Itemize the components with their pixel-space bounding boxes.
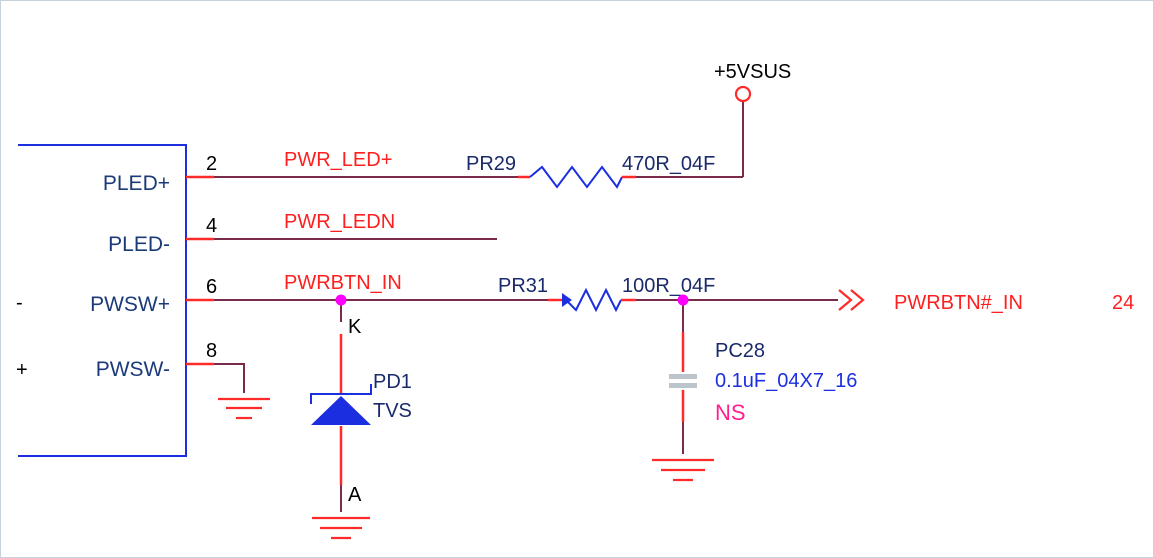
capacitor-pc28-value: 0.1uF_04X7_16	[715, 370, 857, 392]
tvs-diode-bar-icon	[310, 384, 372, 404]
net-label-pwr-ledn: PWR_LEDN	[284, 211, 395, 233]
resistor-pr29-symbol	[529, 165, 623, 189]
ground-symbol-pd1	[312, 516, 370, 540]
connector-left-mark-minus: -	[16, 292, 23, 314]
pin-name-pled-plus: PLED+	[103, 172, 170, 195]
resistor-pr29-value: 470R_04F	[622, 153, 715, 175]
diode-pd1-value: TVS	[373, 400, 412, 422]
resistor-pr31-symbol	[565, 287, 622, 313]
net-label-pwr-led-plus: PWR_LED+	[284, 149, 392, 171]
pin-name-pwsw-minus: PWSW-	[96, 358, 170, 381]
ground-symbol-pc28	[652, 458, 714, 482]
ground-symbol-pin8	[218, 397, 270, 420]
capacitor-pc28-plate-top	[669, 374, 697, 379]
capacitor-pc28-ns-note: NS	[715, 400, 746, 425]
net-label-pwrbtn-in: PWRBTN_IN	[284, 272, 402, 294]
pin-number-6: 6	[206, 276, 217, 298]
diode-pd1-ref: PD1	[373, 371, 412, 393]
connector-left-mark-plus: +	[16, 359, 28, 381]
pin-number-4: 4	[206, 215, 217, 237]
pin-name-pled-minus: PLED-	[108, 233, 170, 256]
diode-anode-label: A	[348, 484, 362, 506]
capacitor-pc28-ref: PC28	[715, 340, 765, 362]
pin-number-8: 8	[206, 340, 217, 362]
power-rail-5vsus-symbol	[734, 85, 752, 103]
diode-cathode-label: K	[348, 316, 362, 338]
offpage-connector-arrow-icon	[838, 289, 865, 311]
junction-dot-capacitor	[677, 294, 689, 306]
resistor-pr31-ref: PR31	[498, 275, 548, 297]
offpage-page-ref: 24	[1112, 292, 1134, 314]
resistor-pr29-ref: PR29	[466, 153, 516, 175]
tvs-diode-pd1-symbol	[311, 396, 371, 425]
junction-dot-diode	[335, 294, 347, 306]
wire-pwsw-minus-gnd	[214, 363, 245, 393]
resistor-pr31-value: 100R_04F	[622, 275, 715, 297]
offpage-net-label: PWRBTN#_IN	[894, 292, 1023, 314]
pin-name-pwsw-plus: PWSW+	[90, 293, 170, 316]
capacitor-pc28-plate-bottom	[669, 383, 697, 388]
power-rail-label: +5VSUS	[714, 61, 791, 83]
pin-number-2: 2	[206, 153, 217, 175]
